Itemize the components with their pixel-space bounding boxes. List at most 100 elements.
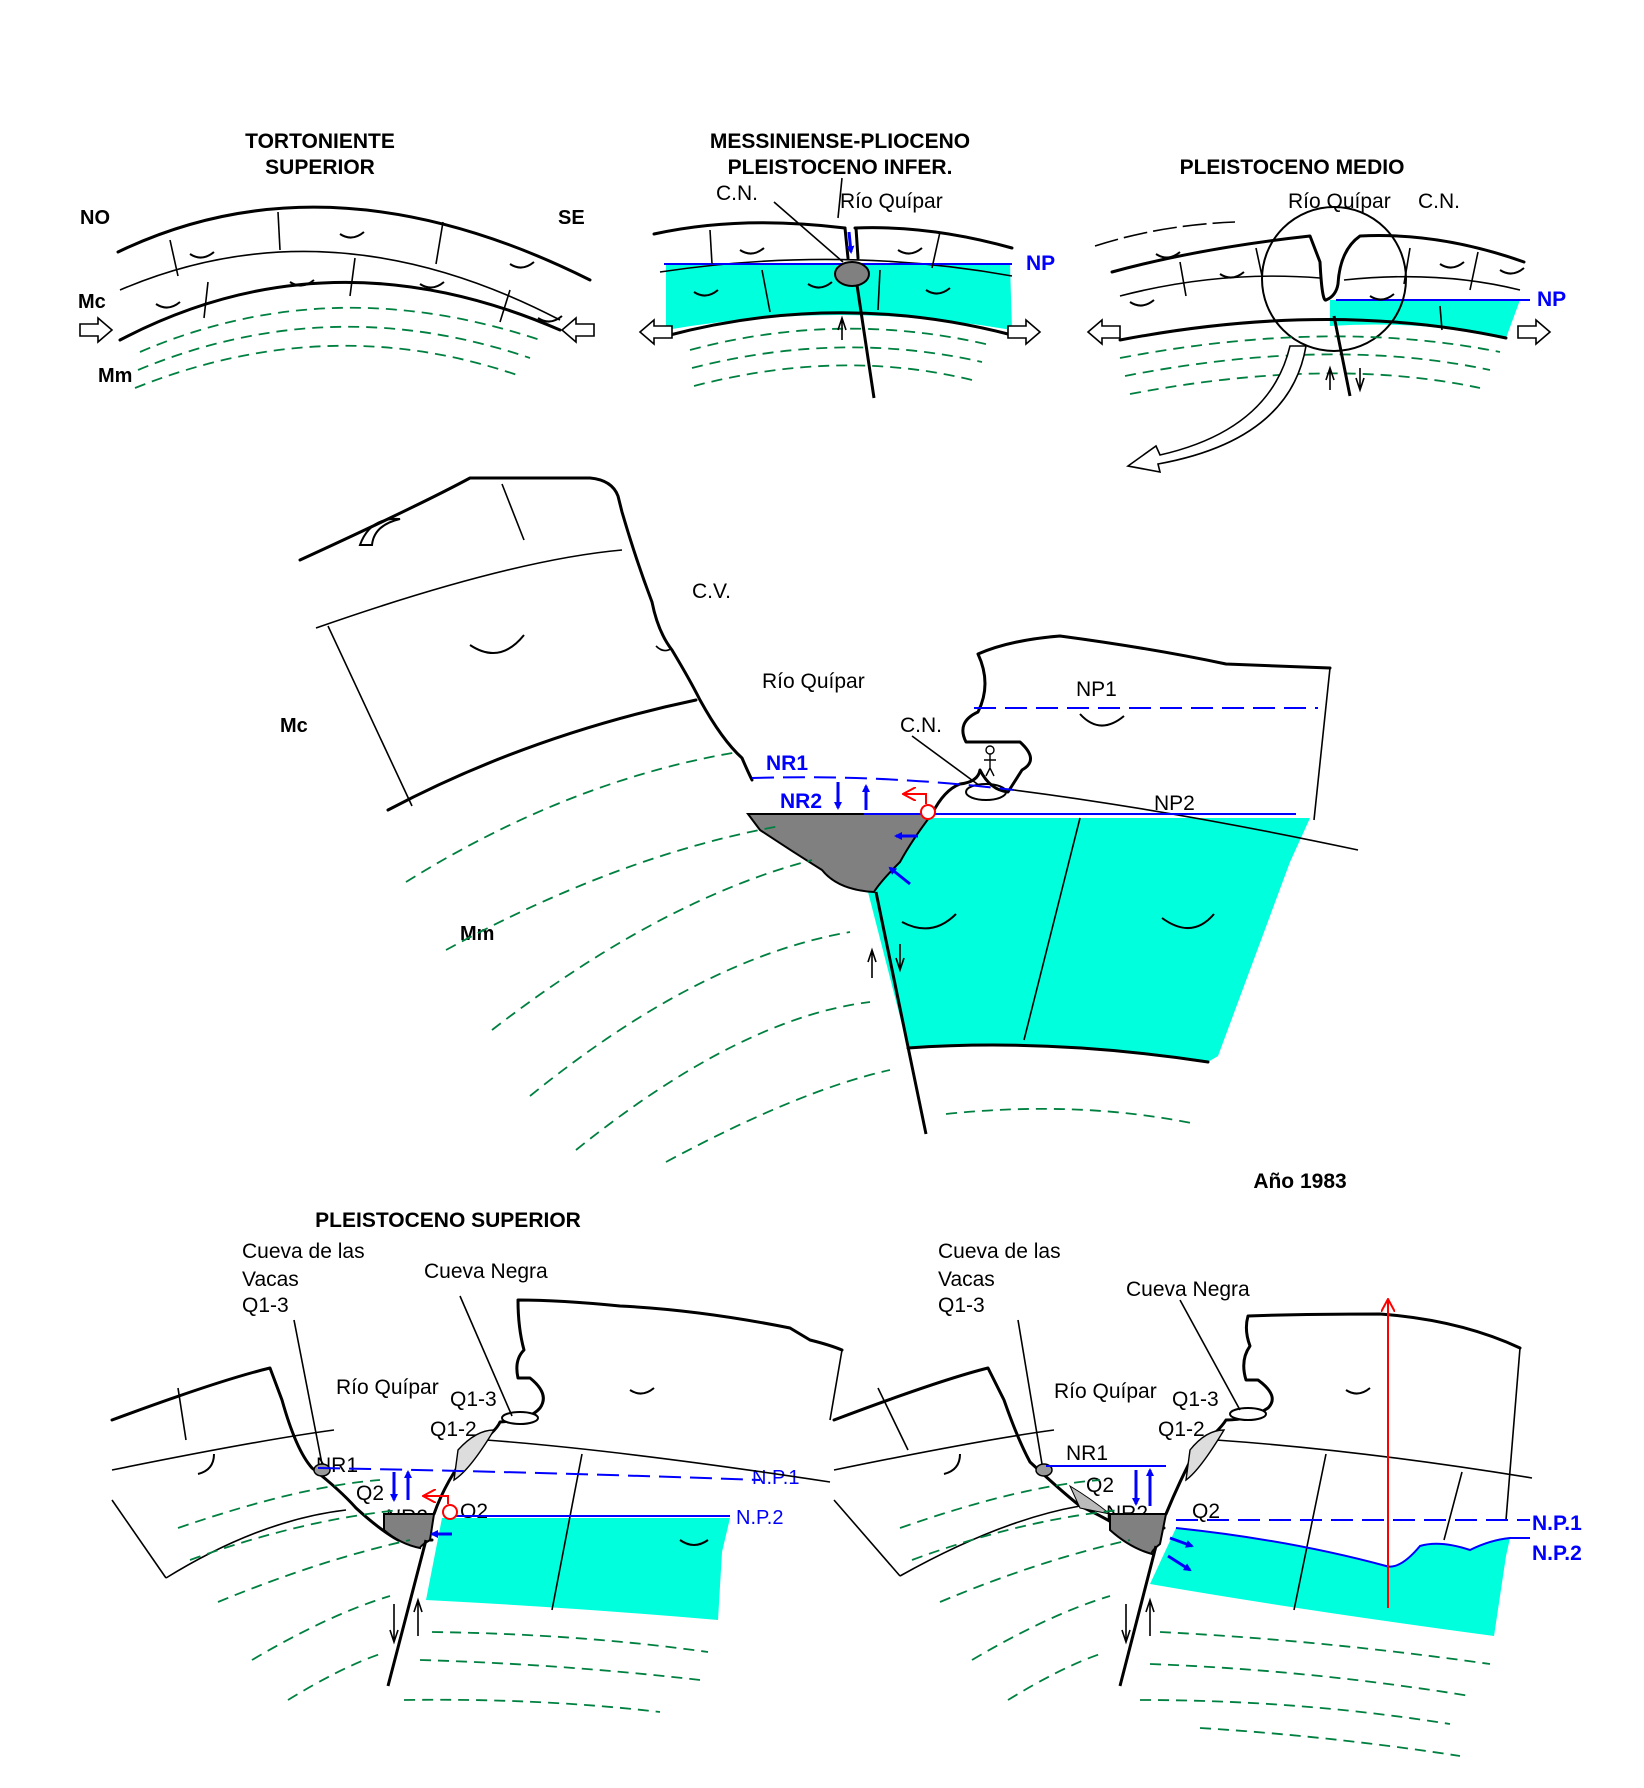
panel1-title-line2: SUPERIOR <box>265 156 375 179</box>
limestone-base <box>1118 318 1508 342</box>
flow-arrow-icon <box>1169 1536 1194 1548</box>
label-mm: Mm <box>98 365 132 387</box>
label-nr1: NR1 <box>1066 1442 1108 1465</box>
label-cn: C.N. <box>900 714 942 737</box>
fault-slip-icon <box>1325 365 1365 393</box>
label-np: NP <box>1026 252 1055 275</box>
label-nr2: NR2 <box>780 790 822 813</box>
label-q2-left: Q2 <box>1086 1474 1114 1497</box>
panel5-title: PLEISTOCENO SUPERIOR <box>315 1209 581 1232</box>
label-np: NP <box>1537 288 1566 311</box>
np1-level <box>317 1467 761 1481</box>
panel-ano-1983: Año 1983 Cueva de las Vacas Q1-3 Cueva N… <box>832 1170 1582 1757</box>
left-cliff <box>832 1366 1166 1530</box>
aquifer-fill <box>1330 300 1520 338</box>
upper-limestone-top <box>116 205 592 282</box>
np2-level <box>1175 1527 1530 1568</box>
extension-arrow-icon <box>638 318 673 346</box>
label-mm: Mm <box>460 923 494 945</box>
panel2-title-line2: PLEISTOCENO INFER. <box>728 156 953 179</box>
flow-arrow-icon <box>888 866 911 886</box>
compression-arrow-icon <box>79 316 114 344</box>
label-se: SE <box>558 207 585 229</box>
limestone-base <box>664 311 1014 338</box>
aquifer-fill <box>426 1518 730 1620</box>
left-cliff <box>110 1366 434 1542</box>
limestone-base <box>118 280 562 342</box>
aquifer-fill <box>1150 1528 1510 1636</box>
label-cueva-negra: Cueva Negra <box>1126 1278 1250 1301</box>
nr1-level <box>751 776 1015 791</box>
label-q13-left: Q1-3 <box>938 1294 985 1317</box>
panel-detail: C.V. Río Quípar Mc Mm C.N. NP1 NP2 NR1 N… <box>280 476 1359 1163</box>
label-nw: NO <box>80 207 110 229</box>
fault-slip-icon <box>389 1597 423 1645</box>
valley-profile <box>1110 234 1526 302</box>
person-icon <box>984 745 996 777</box>
limestone-bed <box>119 250 561 321</box>
label-cv: C.V. <box>692 580 731 603</box>
label-q13-left: Q1-3 <box>242 1294 289 1317</box>
flow-arrow-icon <box>1167 1554 1192 1572</box>
fault-slip-icon <box>837 315 847 340</box>
right-cliff <box>1164 1312 1522 1516</box>
label-np1: NP1 <box>1076 678 1117 701</box>
extension-arrow-icon <box>1007 318 1042 346</box>
aquifer-fill <box>868 818 1310 1062</box>
label-cueva-negra: Cueva Negra <box>424 1260 548 1283</box>
river-pool <box>383 1513 436 1550</box>
right-cliff <box>930 634 1332 816</box>
label-np2: N.P.2 <box>736 1507 783 1529</box>
fault-line <box>855 284 876 399</box>
panel-pleistoceno-superior: PLEISTOCENO SUPERIOR Cueva de las Vacas … <box>110 1209 844 1713</box>
label-cueva-vacas-1: Cueva de las <box>938 1240 1061 1263</box>
label-river: Río Quípar <box>1288 190 1391 213</box>
label-np2: NP2 <box>1154 792 1195 815</box>
fault-line <box>386 1539 428 1687</box>
panel2-title-line1: MESSINIENSE-PLIOCENO <box>710 130 970 153</box>
right-block-base <box>906 1043 1210 1064</box>
label-cn: C.N. <box>716 182 758 205</box>
label-cueva-vacas-1: Cueva de las <box>242 1240 365 1263</box>
label-q13-right: Q1-3 <box>1172 1388 1219 1411</box>
fault-line <box>1118 1545 1158 1687</box>
label-q2-right: Q2 <box>1192 1500 1220 1523</box>
cave-cn <box>834 261 870 287</box>
label-river: Río Quípar <box>840 190 943 213</box>
label-nr1: NR1 <box>766 752 808 775</box>
panel-pleistoceno-medio: PLEISTOCENO MEDIO Río Quípar C.N. NP <box>1086 156 1566 474</box>
label-mc: Mc <box>280 715 308 737</box>
fault-line <box>874 891 928 1135</box>
label-np2: N.P.2 <box>1532 1542 1582 1565</box>
compression-arrow-icon <box>560 316 595 344</box>
river-pool <box>746 813 935 894</box>
aquifer-fill <box>666 264 1012 330</box>
spring-icon <box>904 794 936 820</box>
label-q2-left: Q2 <box>356 1482 384 1505</box>
extension-arrow-icon <box>1517 318 1552 346</box>
panel3-title: PLEISTOCENO MEDIO <box>1180 156 1405 179</box>
label-cueva-vacas-2: Vacas <box>242 1268 299 1291</box>
zoom-arrow-icon <box>1126 345 1307 474</box>
label-q12: Q1-2 <box>430 1418 477 1441</box>
label-cueva-vacas-2: Vacas <box>938 1268 995 1291</box>
fault-slip-icon <box>867 944 905 978</box>
panel-tortoniente-superior: TORTONIENTE SUPERIOR NO SE Mc Mm <box>78 130 595 389</box>
label-np1: N.P.1 <box>1532 1512 1582 1535</box>
panel1-title-line1: TORTONIENTE <box>245 130 395 153</box>
left-block-top <box>652 221 847 236</box>
label-np1: N.P.1 <box>752 1467 799 1489</box>
label-q13-right: Q1-3 <box>450 1388 497 1411</box>
right-block-top <box>853 226 1014 250</box>
label-q12: Q1-2 <box>1158 1418 1205 1441</box>
extension-arrow-icon <box>1086 318 1121 346</box>
label-river: Río Quípar <box>1054 1380 1157 1403</box>
label-q2-right: Q2 <box>460 1500 488 1523</box>
fault-slip-icon <box>1121 1597 1155 1645</box>
label-cn: C.N. <box>1418 190 1460 213</box>
panel-messiniense-plioceno: MESSINIENSE-PLIOCENO PLEISTOCENO INFER. … <box>638 130 1055 399</box>
panel6-title: Año 1983 <box>1253 1170 1346 1193</box>
label-mc: Mc <box>78 291 106 313</box>
zoom-circle <box>1261 206 1407 352</box>
